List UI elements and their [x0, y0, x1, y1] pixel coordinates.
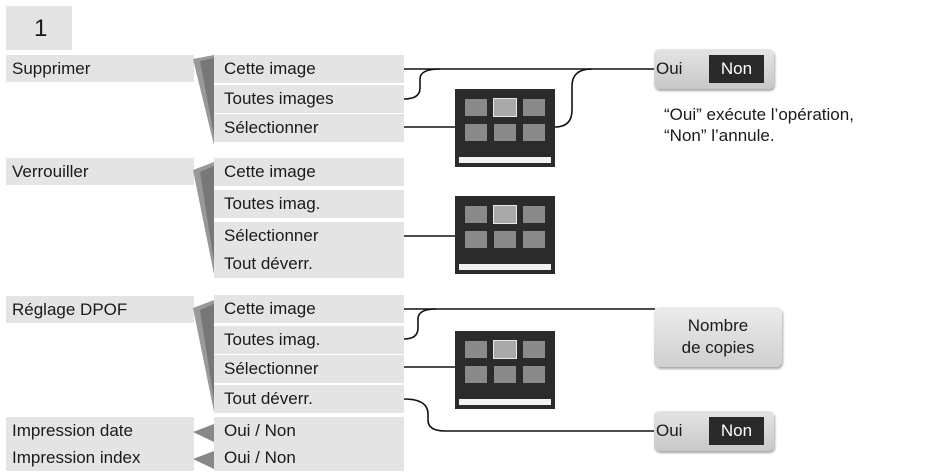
menu-print-index[interactable]: Impression index: [6, 444, 194, 471]
option-dpof-this-image[interactable]: Cette image: [214, 295, 404, 323]
note-line-no: “Non” l’annule.: [664, 126, 775, 145]
option-print-date-yes-no[interactable]: Oui / Non: [214, 417, 404, 445]
confirm-dialog: Oui Non: [654, 49, 774, 89]
option-delete-all-images[interactable]: Toutes images: [214, 85, 404, 113]
menu-print-date[interactable]: Impression date: [6, 417, 194, 444]
option-lock-all-images[interactable]: Toutes imag.: [214, 190, 404, 218]
line-dpof-unlock: [403, 398, 655, 432]
submenu-wedge: [193, 424, 214, 442]
option-lock-unlock-all[interactable]: Tout déverr.: [214, 250, 404, 278]
option-delete-select[interactable]: Sélectionner: [214, 114, 404, 142]
submenu-wedge: [193, 162, 214, 274]
option-print-index-yes-no[interactable]: Oui / Non: [214, 444, 404, 471]
submenu-wedge: [193, 55, 214, 145]
option-lock-this-image[interactable]: Cette image: [214, 158, 404, 186]
thumbnail-grid: [455, 331, 555, 409]
option-dpof-all-images[interactable]: Toutes imag.: [214, 326, 404, 354]
submenu-wedge: [193, 451, 214, 469]
option-dpof-select[interactable]: Sélectionner: [214, 355, 404, 383]
thumbnail-grid: [455, 196, 555, 274]
line-delete-all: [403, 68, 441, 100]
no-option-selected[interactable]: Non: [709, 55, 764, 83]
menu-delete[interactable]: Supprimer: [6, 55, 194, 82]
copies-label-line2: de copies: [681, 338, 755, 357]
page-number-tab: 1: [6, 6, 72, 50]
option-lock-select[interactable]: Sélectionner: [214, 222, 404, 250]
copies-label-line1: Nombre: [687, 316, 749, 335]
thumbnail-grid: [455, 89, 555, 167]
option-dpof-unlock-all[interactable]: Tout déverr.: [214, 385, 404, 413]
line-dpof-all: [403, 308, 437, 340]
submenu-wedge: [193, 300, 214, 412]
yes-option[interactable]: Oui: [656, 421, 683, 440]
menu-lock[interactable]: Verrouiller: [6, 158, 194, 185]
confirm-note: “Oui” exécute l’opération, “Non” l’annul…: [664, 104, 854, 146]
line-delete-grid-out: [554, 68, 593, 128]
option-delete-this-image[interactable]: Cette image: [214, 55, 404, 83]
copies-box: Nombre de copies: [654, 307, 782, 367]
note-line-yes: “Oui” exécute l’opération,: [664, 105, 854, 124]
menu-dpof[interactable]: Réglage DPOF: [6, 296, 194, 323]
no-option-selected[interactable]: Non: [709, 417, 764, 445]
yes-option[interactable]: Oui: [656, 59, 683, 78]
confirm-dialog: Oui Non: [654, 411, 774, 451]
